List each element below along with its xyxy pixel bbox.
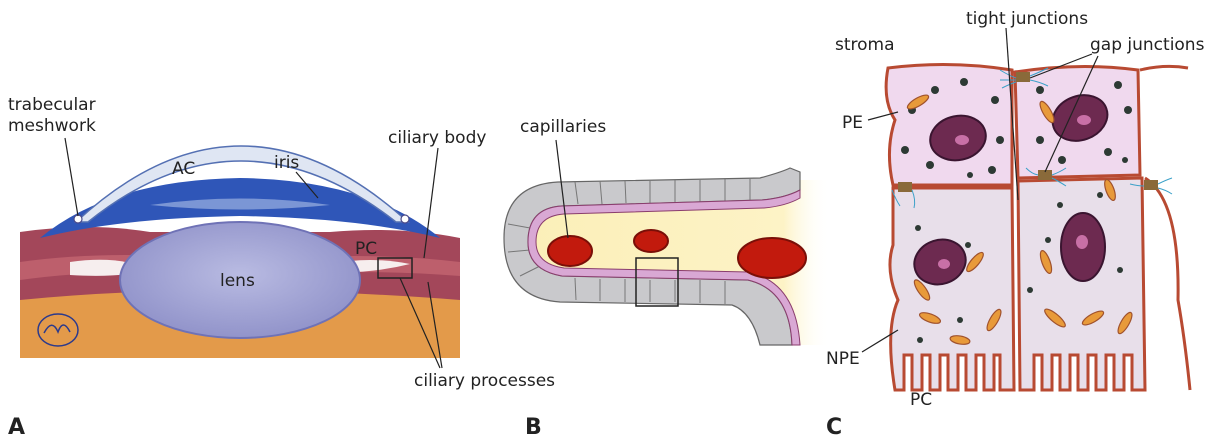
capillary-1 <box>548 236 592 266</box>
capillary-2 <box>634 230 668 252</box>
trabecular-meshwork-left <box>74 215 82 223</box>
label-stroma: stroma <box>835 35 895 55</box>
label-npe: NPE <box>826 349 860 369</box>
label-ciliary-processes: ciliary processes <box>414 371 555 391</box>
panel-c-epithelium-cells: tight junctions stroma gap junctions PE … <box>826 9 1205 440</box>
panel-b-ciliary-process: capillaries B <box>504 117 830 440</box>
panel-letter-a: A <box>8 415 25 440</box>
npe-nucleolus-left <box>938 259 950 269</box>
panel-letter-c: C <box>826 415 842 440</box>
pe-nucleolus-left <box>955 135 969 145</box>
panel-a-eye-diagram: trabecular meshwork AC iris ciliary body… <box>8 95 555 440</box>
label-ciliary-body: ciliary body <box>388 128 486 148</box>
label-pe: PE <box>842 113 863 133</box>
npe-cell-right <box>1018 178 1145 390</box>
label-meshwork: meshwork <box>8 116 96 136</box>
label-lens: lens <box>220 271 255 291</box>
npe-cell-left <box>890 188 1014 390</box>
panel-letter-b: B <box>525 415 542 440</box>
label-ac: AC <box>172 159 195 179</box>
pe-nucleolus-right <box>1077 115 1091 125</box>
label-tight-junctions: tight junctions <box>966 9 1088 29</box>
label-capillaries: capillaries <box>520 117 606 137</box>
trabecular-meshwork-right <box>401 215 409 223</box>
pe-cell-edge-right <box>1140 66 1188 70</box>
label-iris: iris <box>274 153 299 173</box>
npe-nucleolus-right <box>1076 235 1088 249</box>
npe-cell-edge-right <box>1145 178 1190 390</box>
label-pc: PC <box>355 239 377 259</box>
label-trabecular: trabecular <box>8 95 96 115</box>
label-gap-junctions: gap junctions <box>1090 35 1205 55</box>
capillary-3 <box>738 238 806 278</box>
label-pc: PC <box>910 390 932 410</box>
